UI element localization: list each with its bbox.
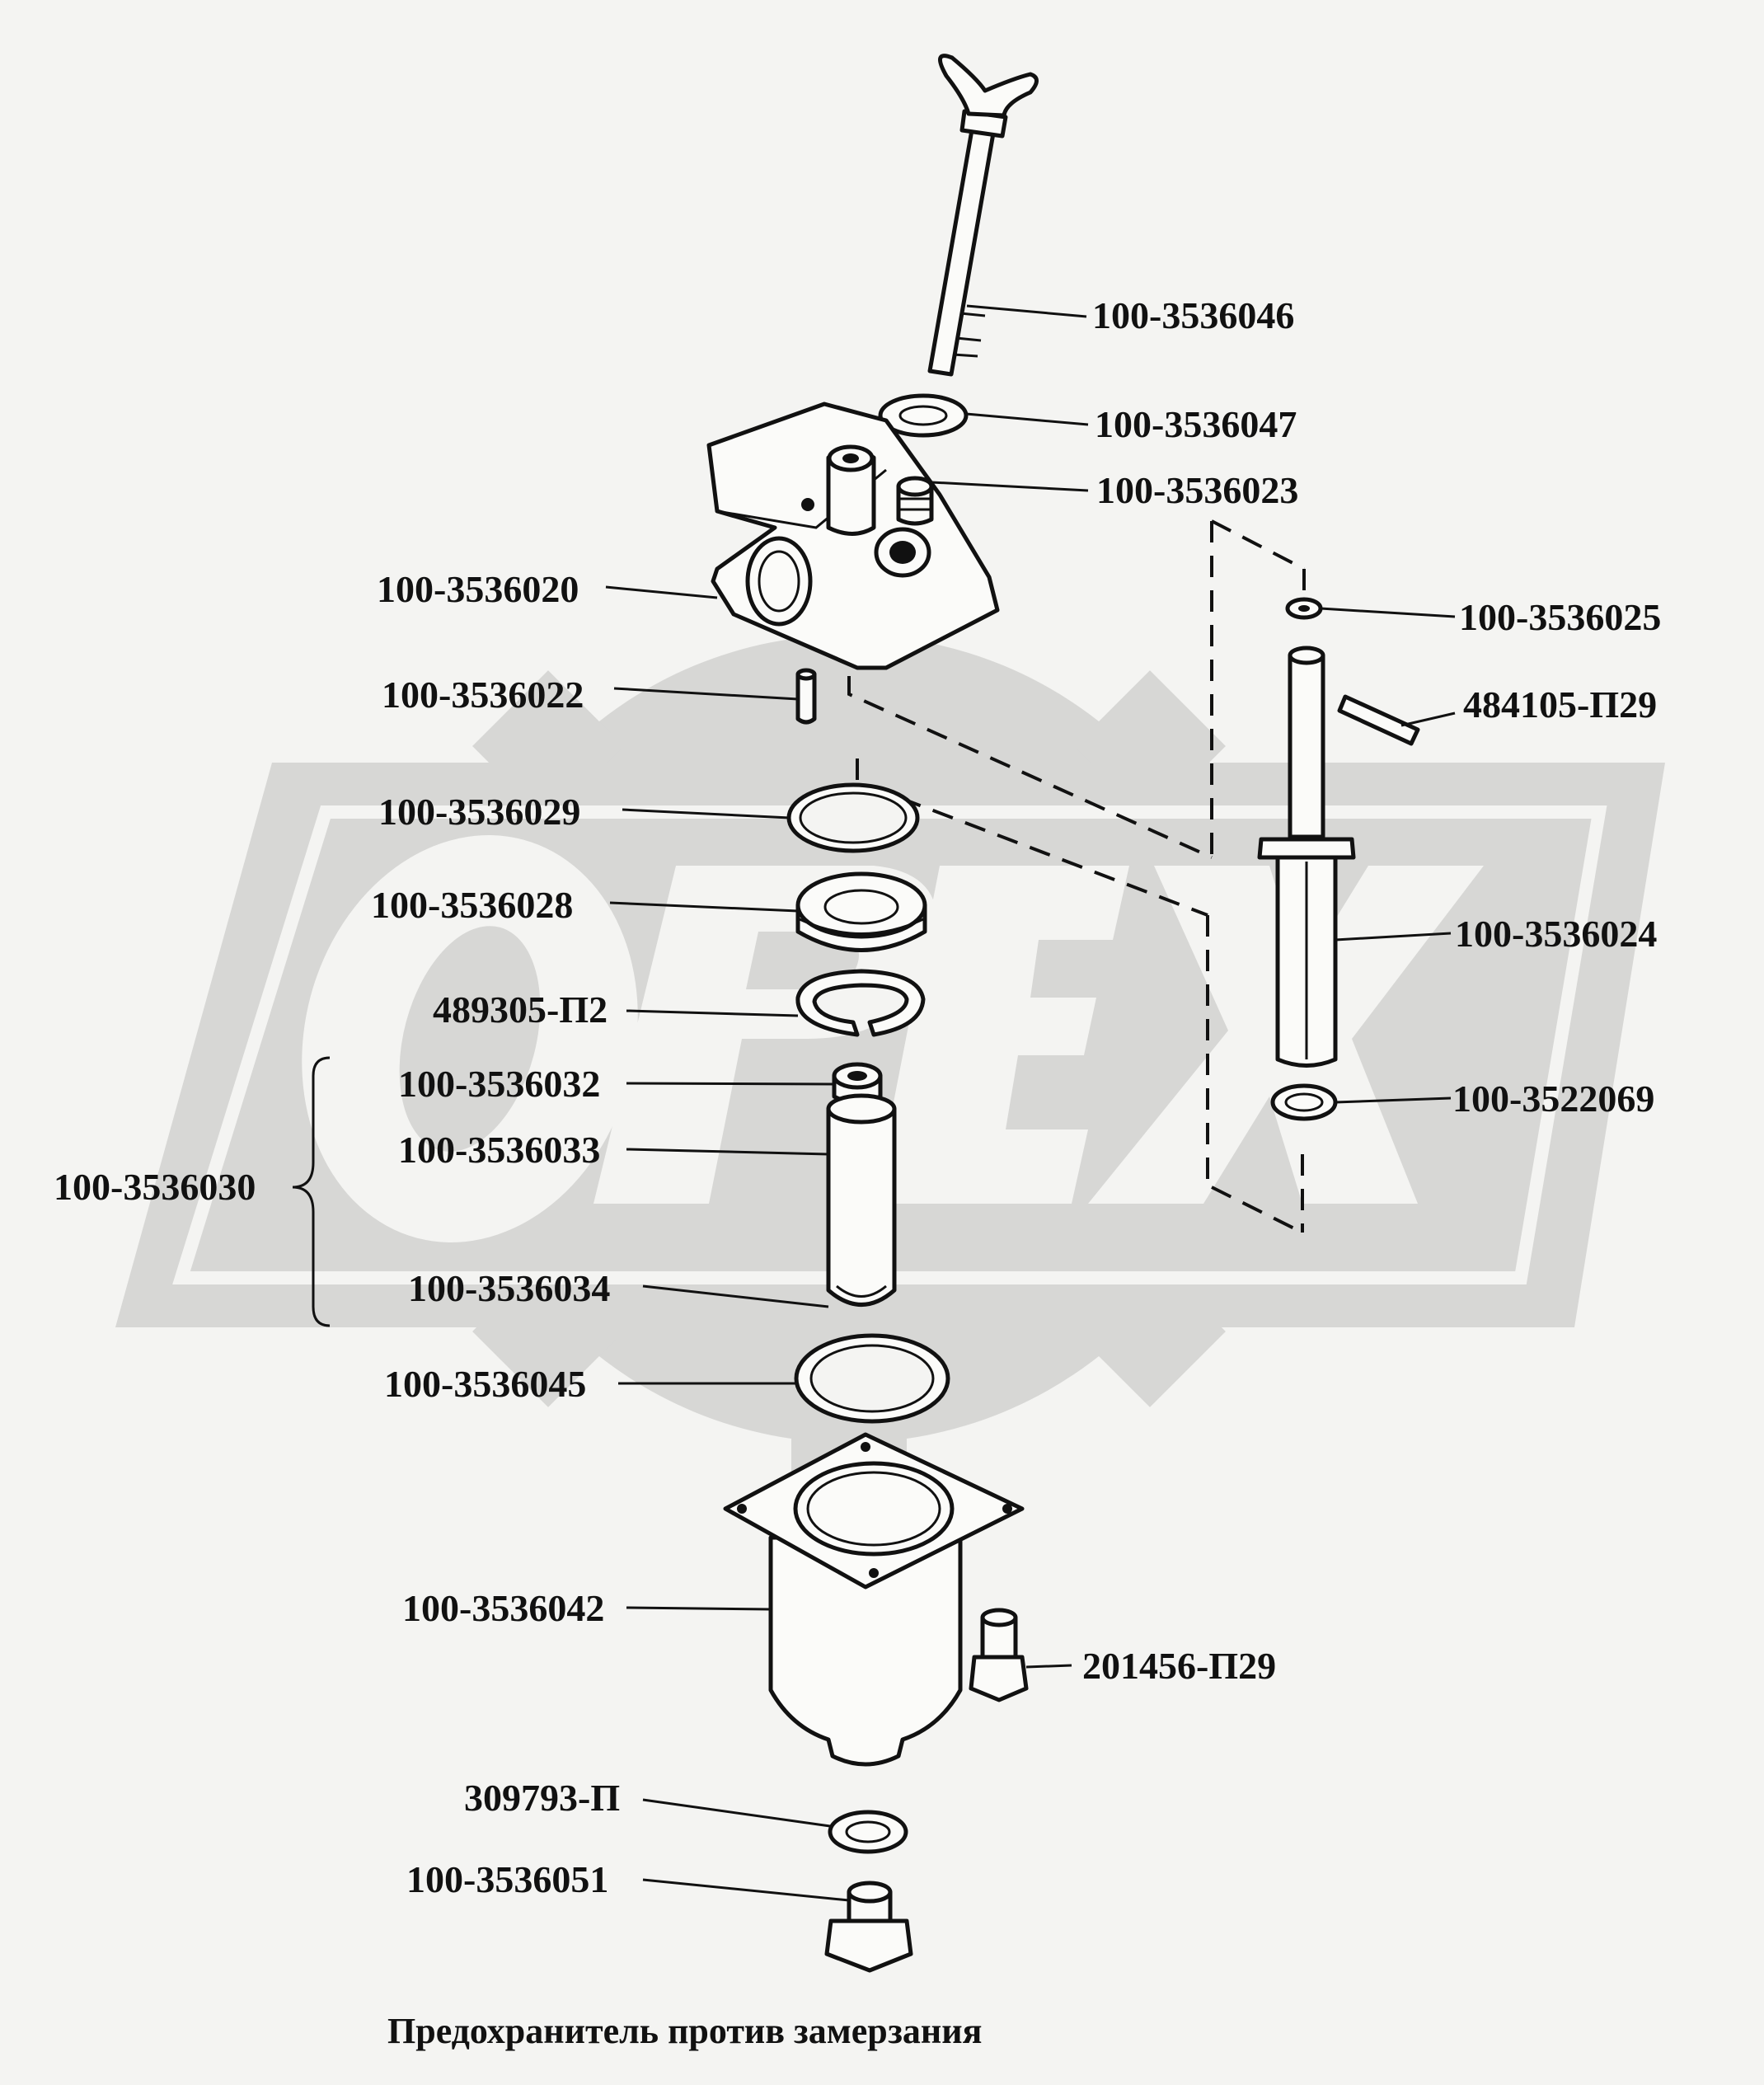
label-309793-p: 309793-П (464, 1777, 620, 1819)
cylinder-3536033 (826, 1093, 897, 1307)
label-100-3536042: 100-3536042 (402, 1587, 604, 1629)
label-100-3536025: 100-3536025 (1459, 596, 1661, 638)
washer-3536047 (878, 393, 969, 438)
label-100-3536024: 100-3536024 (1455, 913, 1657, 955)
part-labels: 100-3536046 100-3536047 100-3536023 100-… (54, 294, 1661, 1900)
drain-plug-3536051 (824, 1881, 913, 1973)
label-100-3536032: 100-3536032 (398, 1063, 600, 1105)
assembly-guide-lines (847, 519, 1306, 1234)
diagram-title: Предохранитель против замерзания (387, 2011, 982, 2051)
label-100-3536030: 100-3536030 (54, 1166, 256, 1208)
label-100-3536046: 100-3536046 (1092, 294, 1294, 336)
upper-body-part (706, 402, 1000, 670)
label-100-3536028: 100-3536028 (371, 884, 573, 926)
label-100-3536022: 100-3536022 (382, 674, 584, 716)
pin-3536022 (795, 668, 817, 725)
valve-stem-3536024 (1257, 646, 1356, 1068)
label-100-3536051: 100-3536051 (406, 1858, 608, 1900)
seal-3536028 (795, 871, 927, 952)
label-484105-p29: 484105-П29 (1463, 683, 1657, 726)
snap-ring-489305 (795, 969, 926, 1037)
bolt-201456 (969, 1608, 1029, 1702)
bowl-3536042 (723, 1432, 1025, 1767)
label-100-3536023: 100-3536023 (1096, 469, 1298, 511)
label-100-3536045: 100-3536045 (384, 1363, 586, 1405)
pin-484105 (1337, 694, 1420, 746)
leader-lines (292, 304, 1456, 1902)
label-100-3536029: 100-3536029 (378, 791, 580, 833)
plug-3536023 (896, 476, 934, 526)
label-100-3522069: 100-3522069 (1452, 1078, 1654, 1120)
label-489305-p2: 489305-П2 (433, 988, 608, 1031)
washer-3522069 (1270, 1083, 1338, 1121)
label-100-3536020: 100-3536020 (377, 568, 579, 610)
label-100-3536033: 100-3536033 (398, 1129, 600, 1171)
washer-309793 (828, 1810, 908, 1854)
washer-3536025 (1285, 597, 1323, 620)
wing-rod-part (927, 54, 1039, 377)
label-100-3536034: 100-3536034 (408, 1267, 610, 1309)
label-201456-p29: 201456-П29 (1082, 1645, 1276, 1687)
label-100-3536047: 100-3536047 (1095, 403, 1297, 445)
